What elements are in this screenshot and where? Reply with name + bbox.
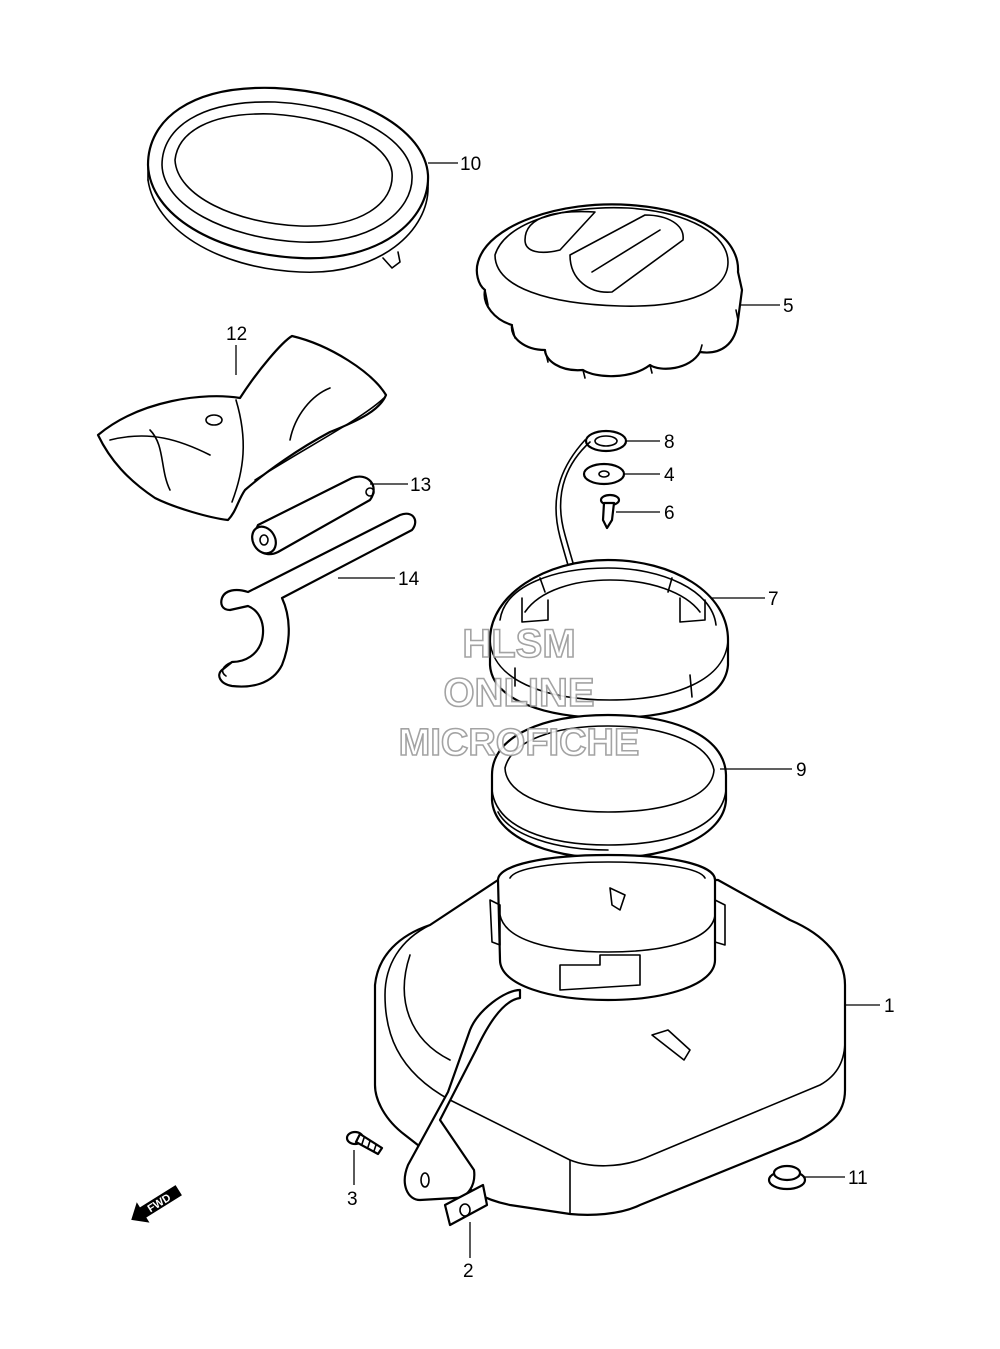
washer bbox=[582, 462, 626, 486]
packing-ring bbox=[490, 713, 728, 860]
gasket-ring bbox=[146, 86, 430, 273]
grommet bbox=[767, 1164, 807, 1191]
bracket bbox=[403, 988, 522, 1202]
fwd-arrow-icon: FWD bbox=[131, 1185, 182, 1223]
callout-13: 13 bbox=[410, 475, 431, 496]
screw bbox=[345, 1130, 384, 1156]
callout-labels: 10 5 12 8 4 6 13 14 7 9 1 3 2 11 bbox=[226, 154, 895, 1282]
rivet bbox=[599, 493, 621, 530]
wrench bbox=[218, 512, 417, 688]
tool-bag bbox=[96, 334, 388, 522]
callout-7: 7 bbox=[768, 589, 779, 610]
watermark-line-3: MICROFICHE bbox=[399, 722, 640, 764]
pin bbox=[251, 475, 375, 556]
callout-2: 2 bbox=[463, 1261, 474, 1282]
callout-9: 9 bbox=[796, 760, 807, 781]
strap-ring bbox=[584, 429, 628, 453]
callout-5: 5 bbox=[783, 296, 794, 317]
callout-4: 4 bbox=[664, 465, 675, 486]
callout-12: 12 bbox=[226, 324, 247, 345]
callout-8: 8 bbox=[664, 432, 675, 453]
callout-3: 3 bbox=[347, 1189, 358, 1210]
watermark: HLSM ONLINE MICROFICHE bbox=[398, 621, 640, 765]
filler-cap bbox=[475, 203, 744, 379]
callout-11: 11 bbox=[848, 1168, 868, 1189]
cap-holder bbox=[488, 558, 730, 720]
callout-1: 1 bbox=[884, 996, 895, 1017]
leader-lines bbox=[235, 162, 880, 1258]
watermark-line-1: HLSM bbox=[462, 622, 575, 666]
callout-6: 6 bbox=[664, 503, 675, 524]
callout-14: 14 bbox=[398, 569, 420, 590]
watermark-line-2: ONLINE bbox=[443, 671, 594, 715]
callout-10: 10 bbox=[460, 154, 481, 175]
clip bbox=[443, 1183, 489, 1227]
